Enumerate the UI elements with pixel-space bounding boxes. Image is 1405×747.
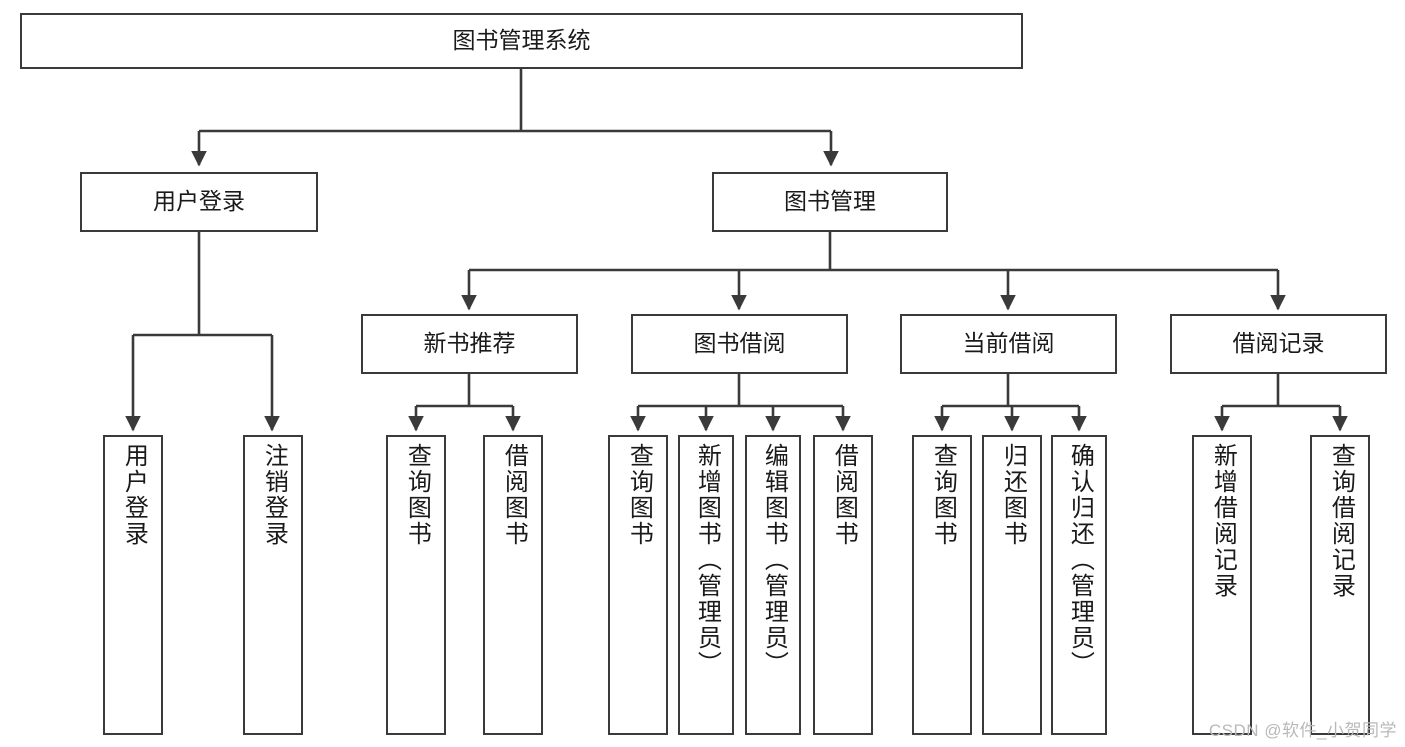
node-leaf-borrow-book-1-label: 借阅图书 xyxy=(500,443,528,547)
node-book-manage[interactable]: 图书管理 xyxy=(712,172,948,232)
node-book-manage-label: 图书管理 xyxy=(784,188,876,215)
node-root-label: 图书管理系统 xyxy=(452,27,591,54)
node-borrow-record-label: 借阅记录 xyxy=(1232,330,1325,357)
node-leaf-user-login[interactable]: 用户登录 xyxy=(103,435,163,735)
node-leaf-add-borrow-record-label: 新增借阅记录 xyxy=(1209,443,1237,599)
node-book-borrow[interactable]: 图书借阅 xyxy=(631,314,848,374)
node-leaf-confirm-return[interactable]: 确认归还（管理员） xyxy=(1051,435,1107,735)
node-leaf-edit-book-admin[interactable]: 编辑图书（管理员） xyxy=(745,435,801,735)
node-leaf-add-book-admin-label: 新增图书（管理员） xyxy=(693,443,721,677)
csdn-watermark: CSDN @软件_小贺同学 xyxy=(1208,721,1397,740)
node-current-borrow[interactable]: 当前借阅 xyxy=(900,314,1117,374)
node-leaf-query-borrow-record-label: 查询借阅记录 xyxy=(1327,443,1355,599)
node-leaf-query-book-3[interactable]: 查询图书 xyxy=(912,435,972,735)
node-leaf-query-book-1[interactable]: 查询图书 xyxy=(386,435,446,735)
node-leaf-user-login-label: 用户登录 xyxy=(120,443,148,547)
node-leaf-return-book[interactable]: 归还图书 xyxy=(982,435,1042,735)
node-leaf-query-borrow-record[interactable]: 查询借阅记录 xyxy=(1310,435,1370,735)
node-leaf-borrow-book-2[interactable]: 借阅图书 xyxy=(813,435,873,735)
node-current-borrow-label: 当前借阅 xyxy=(962,330,1055,357)
node-leaf-confirm-return-label: 确认归还（管理员） xyxy=(1066,443,1094,677)
node-leaf-edit-book-admin-label: 编辑图书（管理员） xyxy=(760,443,788,677)
node-borrow-record[interactable]: 借阅记录 xyxy=(1170,314,1387,374)
node-user-login-label: 用户登录 xyxy=(153,188,245,215)
node-leaf-query-book-2[interactable]: 查询图书 xyxy=(608,435,668,735)
node-leaf-add-book-admin[interactable]: 新增图书（管理员） xyxy=(678,435,734,735)
node-leaf-query-book-1-label: 查询图书 xyxy=(403,443,431,547)
node-leaf-borrow-book-2-label: 借阅图书 xyxy=(830,443,858,547)
node-leaf-return-book-label: 归还图书 xyxy=(999,443,1027,547)
node-leaf-query-book-3-label: 查询图书 xyxy=(929,443,957,547)
node-new-book-rec[interactable]: 新书推荐 xyxy=(361,314,578,374)
node-leaf-logout[interactable]: 注销登录 xyxy=(243,435,303,735)
node-leaf-borrow-book-1[interactable]: 借阅图书 xyxy=(483,435,543,735)
node-user-login[interactable]: 用户登录 xyxy=(80,172,318,232)
node-new-book-rec-label: 新书推荐 xyxy=(423,330,516,357)
node-leaf-add-borrow-record[interactable]: 新增借阅记录 xyxy=(1192,435,1252,735)
node-root[interactable]: 图书管理系统 xyxy=(20,13,1023,69)
node-leaf-query-book-2-label: 查询图书 xyxy=(625,443,653,547)
node-leaf-logout-label: 注销登录 xyxy=(260,443,288,547)
node-book-borrow-label: 图书借阅 xyxy=(693,330,786,357)
